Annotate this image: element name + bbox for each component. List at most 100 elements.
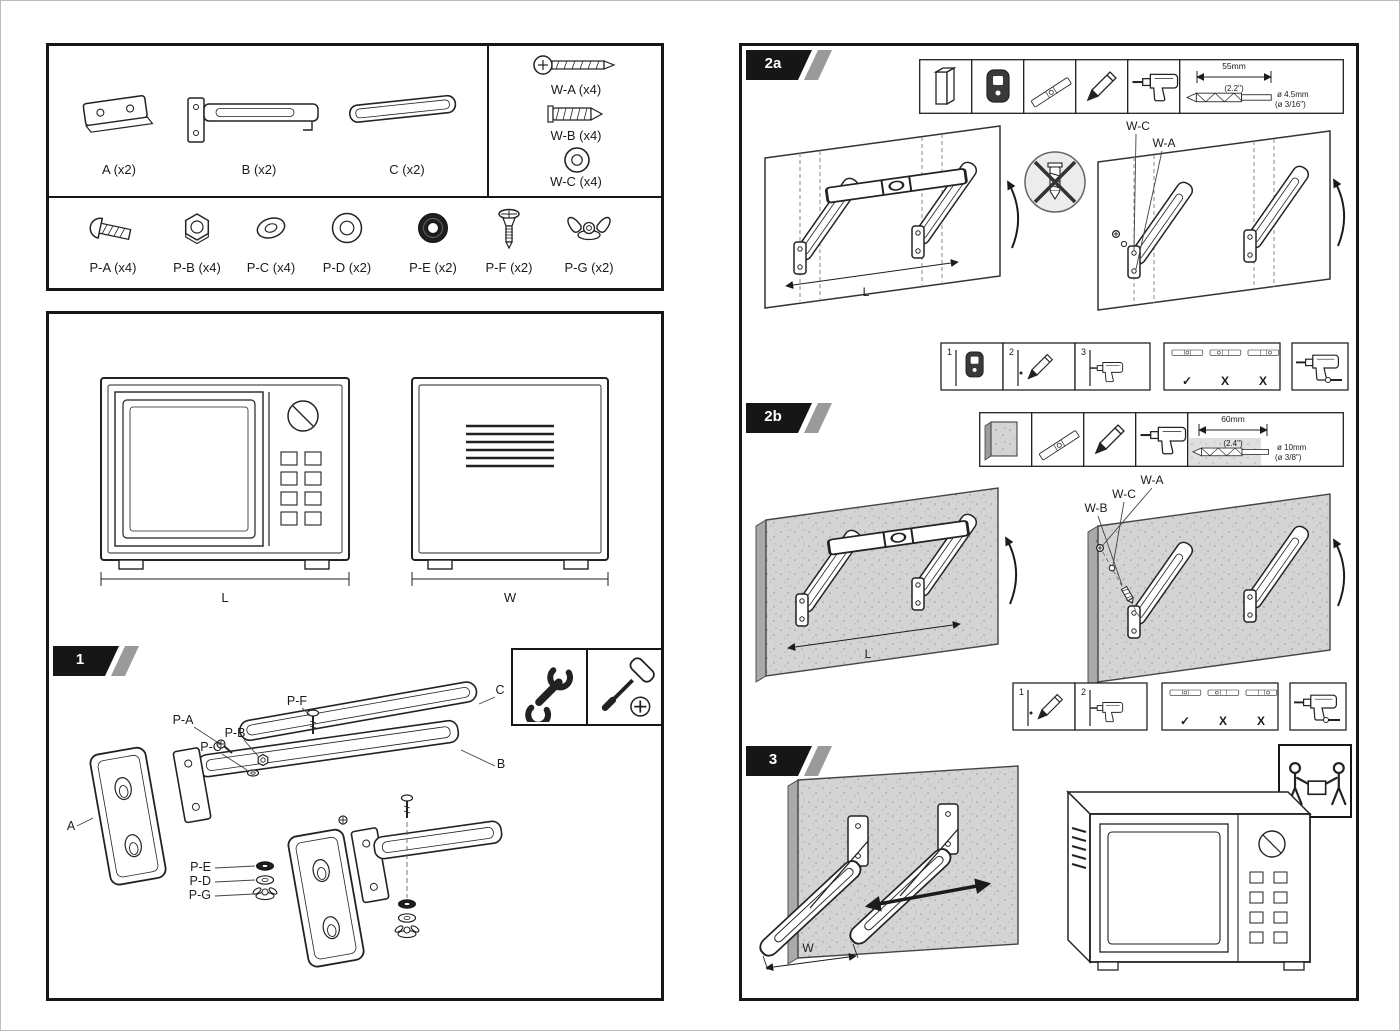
step2b-wb-callout: W-B [1084, 501, 1107, 515]
part-c-label: C (x2) [389, 162, 425, 177]
rail-c-part [239, 681, 478, 742]
wc-washer-icon [1108, 564, 1116, 572]
stud-finder-icon [986, 69, 1010, 103]
microwave-3d [1066, 790, 1312, 971]
callout-pd: P-D [189, 874, 211, 888]
upper-bracket-plate [172, 747, 212, 824]
stud-finder-icon [965, 351, 984, 378]
callout-pf: P-F [287, 694, 308, 708]
callout-a: A [67, 819, 76, 833]
level-ok-icon [1169, 689, 1202, 696]
part-pf-drawing [498, 208, 520, 250]
wall-mounting-panel: 2a 55mm (2.2") ø 4.5mm (ø 3/16") [739, 43, 1359, 1001]
part-pe-label: P-E (x2) [409, 260, 457, 275]
part-pg-label: P-G (x2) [564, 260, 614, 275]
step1-number: 1 [75, 651, 85, 668]
width-dimension-label: W [504, 590, 517, 605]
substep1-number: 1 [947, 347, 952, 357]
level-mark-ok: ✓ [1180, 714, 1190, 728]
substep3-number: 3 [1081, 347, 1086, 357]
part-pg-drawing [567, 216, 611, 241]
wc-washer-icon [1120, 240, 1128, 248]
exploded-hardware [216, 709, 414, 825]
step2a-tool-strip: 55mm (2.2") ø 4.5mm (ø 3/16") [919, 59, 1344, 114]
part-a-drawing [82, 95, 154, 133]
part-b-drawing [187, 97, 319, 143]
step2a-wc-callout: W-C [1126, 119, 1150, 133]
step1-tools-box [511, 648, 663, 726]
level-bad-right-icon [1247, 349, 1280, 356]
wrench-icon [517, 656, 583, 722]
level-mark-x1: X [1221, 374, 1229, 388]
level-mark-x2: X [1257, 714, 1265, 728]
drill-dia-in-2b: (ø 3/8") [1275, 453, 1302, 462]
wood-wall-right [1097, 130, 1331, 311]
part-c-drawing [348, 94, 457, 123]
parts-divider-vertical [487, 46, 489, 196]
part-pc-drawing [256, 217, 286, 239]
drill-dia-in-2a: (ø 3/16") [1275, 100, 1306, 109]
adjust-width-arrow [864, 878, 992, 912]
part-wb-label: W-B (x4) [550, 128, 602, 143]
part-pe-drawing [418, 213, 448, 243]
substep2-number: 2 [1009, 347, 1014, 357]
step3-illustration: W [755, 765, 1312, 972]
part-wc-drawing [564, 147, 590, 173]
bracket-foot [1127, 605, 1141, 639]
callout-pe: P-E [190, 860, 211, 874]
step2b-number: 2b [764, 408, 782, 425]
level-mark-ok: ✓ [1182, 374, 1192, 388]
leader-lines [76, 696, 496, 897]
step2a-length-label: L [863, 285, 870, 299]
bracket-foot [911, 577, 925, 611]
part-pd-drawing [331, 212, 363, 244]
bracket-foot [793, 241, 807, 275]
drill-bit-icon-2b [1192, 447, 1269, 457]
drill-depth-in-2b: (2.4") [1223, 439, 1243, 448]
step2b-illustration: L W-A W-C W-B [755, 473, 1346, 689]
level-ok-icon [1171, 349, 1204, 356]
parts-divider-horizontal [49, 196, 661, 198]
washer-stack-2 [394, 899, 420, 939]
bracket-foot [1243, 589, 1257, 623]
step3-width-label: W [802, 941, 814, 955]
step1-tab-shape [53, 646, 139, 676]
step3-tab-shape [746, 746, 832, 776]
step2b-wa-callout: W-A [1140, 473, 1163, 487]
part-wa-label: W-A (x4) [550, 82, 602, 97]
step1-tab: 1 [53, 646, 141, 676]
drill-dia-2b: ø 10mm [1277, 443, 1307, 452]
parts-list-panel: A (x2) B (x2) C (x2) W-A (x4) [46, 43, 664, 291]
concrete-icon [984, 421, 1018, 461]
wood-stud-icon [935, 67, 955, 105]
part-pb-label: P-B (x4) [173, 260, 221, 275]
part-pa-label: P-A (x4) [89, 260, 137, 275]
drill-spec-2a: 55mm (2.2") ø 4.5mm (ø 3/16") [1186, 61, 1309, 109]
level-bad-left-icon [1207, 689, 1240, 696]
step2b-tool-strip: 60mm (2.4") ø 10mm (ø 3/8") [979, 412, 1344, 467]
microwave-side-view: W [411, 377, 609, 605]
drill-depth-in-2a: (2.2") [1224, 84, 1244, 93]
drill-spec-2b: 60mm (2.4") ø 10mm (ø 3/8") [1189, 414, 1307, 465]
step2b-tab: 2b [746, 403, 834, 433]
screwdriver-icon [593, 656, 659, 722]
drill-bit-icon-2a [1186, 92, 1272, 103]
callout-c: C [495, 683, 504, 697]
substep2-number: 2 [1081, 687, 1086, 697]
no-anchor-symbol [1024, 151, 1086, 213]
step2a-number: 2a [764, 55, 782, 72]
length-dimension-label: L [221, 590, 228, 605]
callout-pc: P-C [200, 740, 222, 754]
measure-step1-panel: L W 1 [46, 311, 664, 1001]
tools-box-divider [586, 650, 588, 724]
step3-number: 3 [768, 751, 778, 768]
part-pd-label: P-D (x2) [322, 260, 372, 275]
level-mark-x2: X [1259, 374, 1267, 388]
step2b-substeps: 1 2 ✓ X X [1012, 682, 1347, 731]
step2a-tab: 2a [746, 50, 834, 80]
callout-pa: P-A [173, 713, 195, 727]
callout-pb: P-B [225, 726, 246, 740]
concrete-wall-right [1097, 493, 1331, 683]
part-pc-label: P-C (x4) [246, 260, 296, 275]
step3-tab: 3 [746, 746, 834, 776]
